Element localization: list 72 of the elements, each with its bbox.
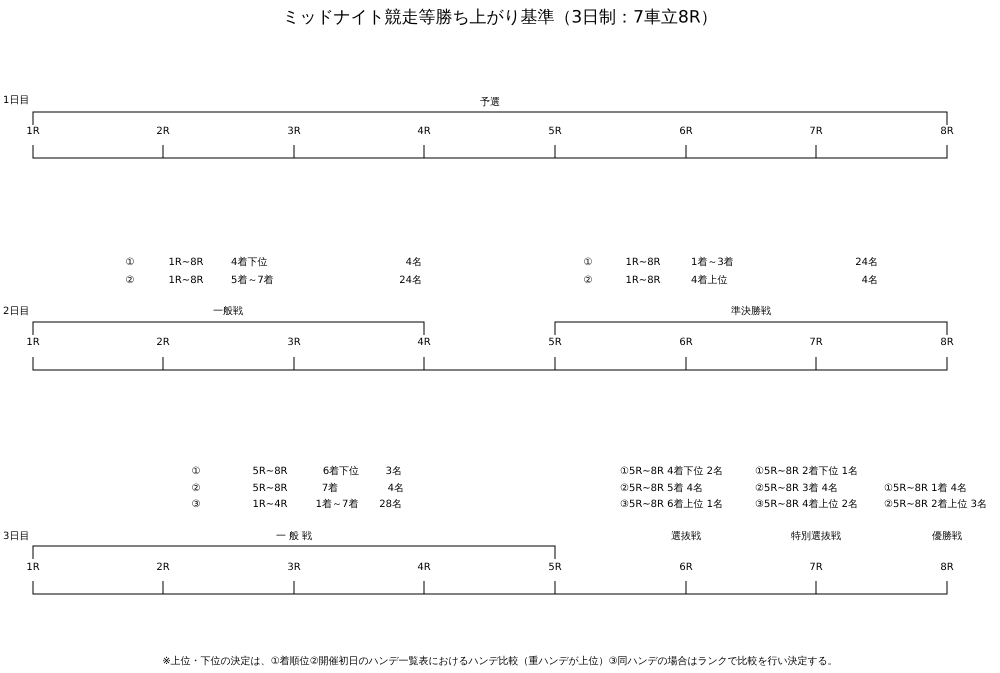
race-number: 7R xyxy=(809,127,823,137)
race-range: 5R~8R xyxy=(252,484,288,494)
condition-number: ① xyxy=(126,258,134,268)
race-number: 7R xyxy=(809,338,823,348)
title: ミッドナイト競走等勝ち上がり基準（3日制：7車立8R） xyxy=(282,6,718,30)
rider-count: 3名 xyxy=(386,467,402,477)
race-range: 1R~8R xyxy=(168,258,204,268)
finish-condition: 5着～7着 xyxy=(231,276,274,286)
rider-count: 24名 xyxy=(399,276,422,286)
race-number: 5R xyxy=(548,338,562,348)
race-number: 3R xyxy=(287,338,301,348)
race-number: 2R xyxy=(156,338,170,348)
race-number: 1R xyxy=(26,338,40,348)
race-number: 1R xyxy=(26,127,40,137)
finish-condition: 1着～7着 xyxy=(316,500,358,510)
finish-condition: 6着下位 xyxy=(322,467,360,477)
condition-number: ② xyxy=(126,276,134,286)
race-number: 4R xyxy=(417,338,431,348)
race-number: 4R xyxy=(417,127,431,137)
race-number: 8R xyxy=(940,563,954,573)
advancement-condition: ③5R~8R 4着上位 2名 xyxy=(755,500,858,510)
race-group-label: 一般戦 xyxy=(213,307,243,317)
race-range: 5R~8R xyxy=(252,467,288,477)
condition-number: ① xyxy=(584,258,592,268)
finish-condition: 1着～3着 xyxy=(691,258,734,268)
rider-count: 24名 xyxy=(855,258,878,268)
condition-number: ③ xyxy=(192,500,200,510)
race-number: 6R xyxy=(679,127,693,137)
race-number: 2R xyxy=(156,127,170,137)
race-number: 5R xyxy=(548,563,562,573)
race-number: 5R xyxy=(548,127,562,137)
day-label: 3日目 xyxy=(3,532,30,542)
rider-count: 4名 xyxy=(862,276,878,286)
advancement-condition: ②5R~8R 5着 4名 xyxy=(620,484,704,494)
rider-count: 4名 xyxy=(388,484,404,494)
rider-count: 28名 xyxy=(379,500,402,510)
race-number: 8R xyxy=(940,338,954,348)
race-number: 3R xyxy=(287,127,301,137)
race-group-label: 準決勝戦 xyxy=(731,307,771,317)
race-number: 4R xyxy=(417,563,431,573)
race-range: 1R~8R xyxy=(626,258,660,268)
race-group-label: 特別選抜戦 xyxy=(791,532,841,542)
condition-number: ② xyxy=(584,276,592,286)
day-label: 1日目 xyxy=(3,96,30,106)
advancement-condition: ①5R~8R 2着下位 1名 xyxy=(755,467,858,477)
footnote: ※上位・下位の決定は、①着順位②開催初日のハンデ一覧表におけるハンデ比較（重ハンデが上位）③同ハンデの場合はランクで比較を行い決定する。 xyxy=(162,657,838,667)
race-number: 6R xyxy=(679,563,693,573)
day-label: 2日目 xyxy=(3,307,30,317)
race-range: 1R~8R xyxy=(626,276,660,286)
race-group-label: 優勝戦 xyxy=(932,532,962,542)
race-range: 1R~4R xyxy=(252,500,288,510)
advancement-condition: ②5R~8R 3着 4名 xyxy=(755,484,838,494)
race-group-label: 一 般 戦 xyxy=(276,532,312,542)
race-number: 1R xyxy=(26,563,40,573)
advancement-condition: ①5R~8R 4着下位 2名 xyxy=(620,467,724,477)
race-number: 8R xyxy=(940,127,954,137)
race-range: 1R~8R xyxy=(168,276,204,286)
rider-count: 4名 xyxy=(406,258,422,268)
finish-condition: 7着 xyxy=(322,484,338,494)
advancement-condition: ①5R~8R 1着 4名 xyxy=(884,484,968,494)
race-number: 7R xyxy=(809,563,823,573)
finish-condition: 4着下位 xyxy=(231,258,268,268)
race-number: 6R xyxy=(679,338,693,348)
race-number: 2R xyxy=(156,563,170,573)
race-group-label: 予選 xyxy=(480,98,500,108)
condition-number: ② xyxy=(192,484,200,494)
finish-condition: 4着上位 xyxy=(691,276,728,286)
race-number: 3R xyxy=(287,563,301,573)
condition-number: ① xyxy=(192,467,200,477)
advancement-condition: ③5R~8R 6着上位 1名 xyxy=(620,500,724,510)
race-group-label: 選抜戦 xyxy=(671,532,701,542)
advancement-condition: ②5R~8R 2着上位 3名 xyxy=(884,500,988,510)
